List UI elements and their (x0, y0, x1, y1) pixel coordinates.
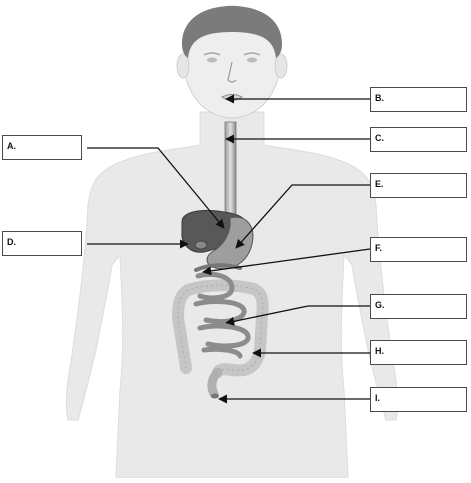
label-a: A. (7, 141, 16, 151)
label-d: D. (7, 237, 16, 247)
esophagus (224, 121, 237, 223)
label-g: G. (375, 300, 385, 310)
arrow-g (225, 305, 370, 326)
label-e: E. (375, 179, 384, 189)
label-h: H. (375, 346, 384, 356)
arrow-a (87, 147, 225, 229)
label-f: F. (375, 243, 383, 253)
arrow-e (235, 184, 370, 249)
rectum (207, 367, 223, 399)
stomach (206, 216, 254, 270)
hair (182, 6, 282, 58)
label-c: C. (375, 133, 384, 143)
label-box-c[interactable]: C. (370, 127, 467, 152)
label-box-h[interactable]: H. (370, 340, 467, 365)
label-box-f[interactable]: F. (370, 237, 467, 262)
anus (211, 393, 219, 399)
arrow-f (202, 248, 371, 276)
label-box-d[interactable]: D. (2, 231, 82, 256)
label-box-g[interactable]: G. (370, 294, 467, 319)
label-box-a[interactable]: A. (2, 135, 82, 160)
label-box-b[interactable]: B. (370, 87, 467, 112)
pointer-arrows (87, 94, 371, 404)
colon-haustra (177, 284, 264, 373)
label-box-e[interactable]: E. (370, 173, 467, 198)
label-i: I. (375, 393, 381, 403)
label-box-i[interactable]: I. (370, 387, 467, 412)
gallbladder (194, 240, 208, 250)
small-intestine (193, 272, 251, 359)
label-b: B. (375, 93, 384, 103)
